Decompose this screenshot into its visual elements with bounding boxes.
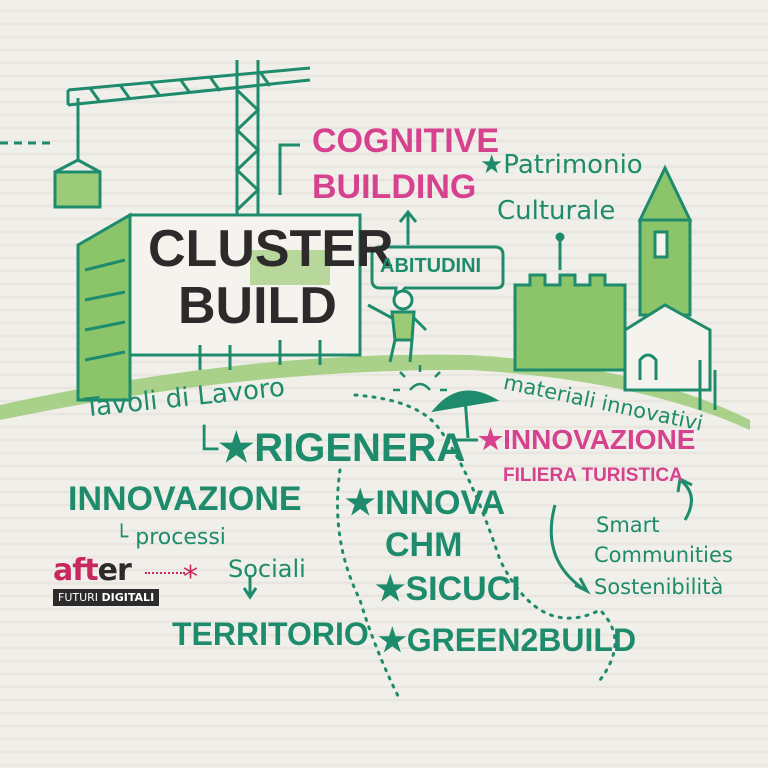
- logo-tag-2: DIGITALI: [101, 591, 155, 604]
- abitudini-label: ABITUDINI: [380, 255, 482, 277]
- innovazione-filiera-line1: ★INNOVAZIONE: [478, 424, 696, 455]
- smart-communities-line2: Communities: [594, 543, 733, 567]
- project-green2build: ★GREEN2BUILD: [378, 622, 637, 658]
- cluster-build-title-line1: CLUSTER: [148, 220, 394, 278]
- logo-tag-1: FUTURI: [58, 591, 99, 604]
- smart-communities-line3: Sostenibilità: [594, 575, 724, 599]
- sun-icon: [393, 365, 447, 392]
- innovazione-processi-line3: Sociali: [228, 555, 306, 583]
- innovazione-processi-line1: INNOVAZIONE: [68, 480, 302, 518]
- smart-communities-line1: Smart: [596, 513, 660, 537]
- curved-arrow-icon: [242, 476, 693, 600]
- logo-star-icon: *: [183, 560, 198, 595]
- castle-icon: [513, 164, 717, 410]
- logo-word-b: er: [97, 553, 132, 588]
- innovazione-processi-line4: TERRITORIO: [172, 616, 369, 652]
- hill: [0, 354, 750, 430]
- cognitive-building-line2: BUILDING: [312, 168, 477, 206]
- project-rigenera: └★RIGENERA: [190, 426, 466, 470]
- crane-icon: [0, 60, 311, 215]
- dotted-path: [336, 393, 617, 702]
- speech-bubble: [370, 245, 505, 305]
- umbrella-icon: [431, 390, 500, 442]
- after-logo: after * FUTURI DIGITALI: [53, 553, 198, 606]
- innovazione-processi-line2: └ processi: [115, 525, 226, 550]
- logo-word-a: aft: [53, 553, 99, 588]
- project-sicuci: ★SICUCI: [375, 570, 521, 608]
- innovazione-filiera-line2: FILIERA TURISTICA: [503, 465, 683, 486]
- logo-tagline: FUTURI DIGITALI: [53, 589, 160, 606]
- project-innova-chm-line1: ★INNOVA: [345, 484, 506, 522]
- building-icon: [76, 143, 362, 402]
- arrow-up-icon: [398, 209, 418, 245]
- project-innova-chm-line2: CHM: [385, 526, 463, 564]
- person-icon: [367, 289, 428, 363]
- cluster-build-title-line2: BUILD: [178, 277, 337, 335]
- patrimonio-culturale-line2: Culturale: [497, 196, 616, 226]
- logo-dots: [145, 572, 185, 574]
- patrimonio-culturale-line1: ★Patrimonio: [480, 150, 643, 180]
- cognitive-building-line1: COGNITIVE: [312, 122, 500, 160]
